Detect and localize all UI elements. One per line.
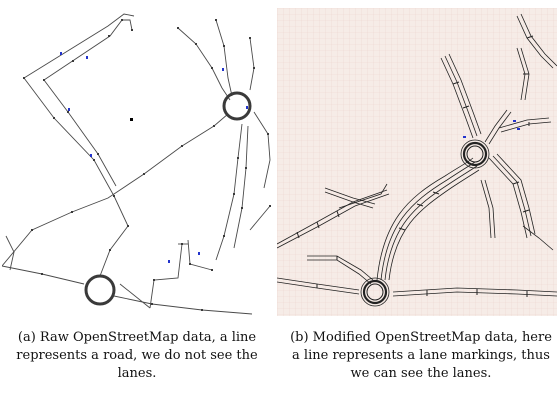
blue-markers <box>60 52 248 263</box>
modified-osm-map-panel <box>277 8 557 316</box>
road-nodes <box>23 19 271 311</box>
isolated-node <box>130 118 133 121</box>
raw-osm-map-panel <box>2 8 272 316</box>
upper-roundabout <box>222 91 252 121</box>
road-lines <box>2 13 271 315</box>
lane-blue-markers <box>463 120 520 138</box>
caption-raw-osm: (a) Raw OpenStreetMap data, a line repre… <box>16 330 258 381</box>
lower-roundabout-lanes <box>360 277 390 307</box>
modified-osm-map <box>277 8 557 316</box>
grid-background <box>277 8 557 316</box>
raw-osm-map <box>2 13 271 315</box>
lane-ticks <box>296 35 534 297</box>
caption-modified-osm: (b) Modified OpenStreetMap data, here a … <box>290 330 552 381</box>
upper-roundabout-lanes <box>460 139 490 169</box>
lower-roundabout <box>84 274 116 306</box>
